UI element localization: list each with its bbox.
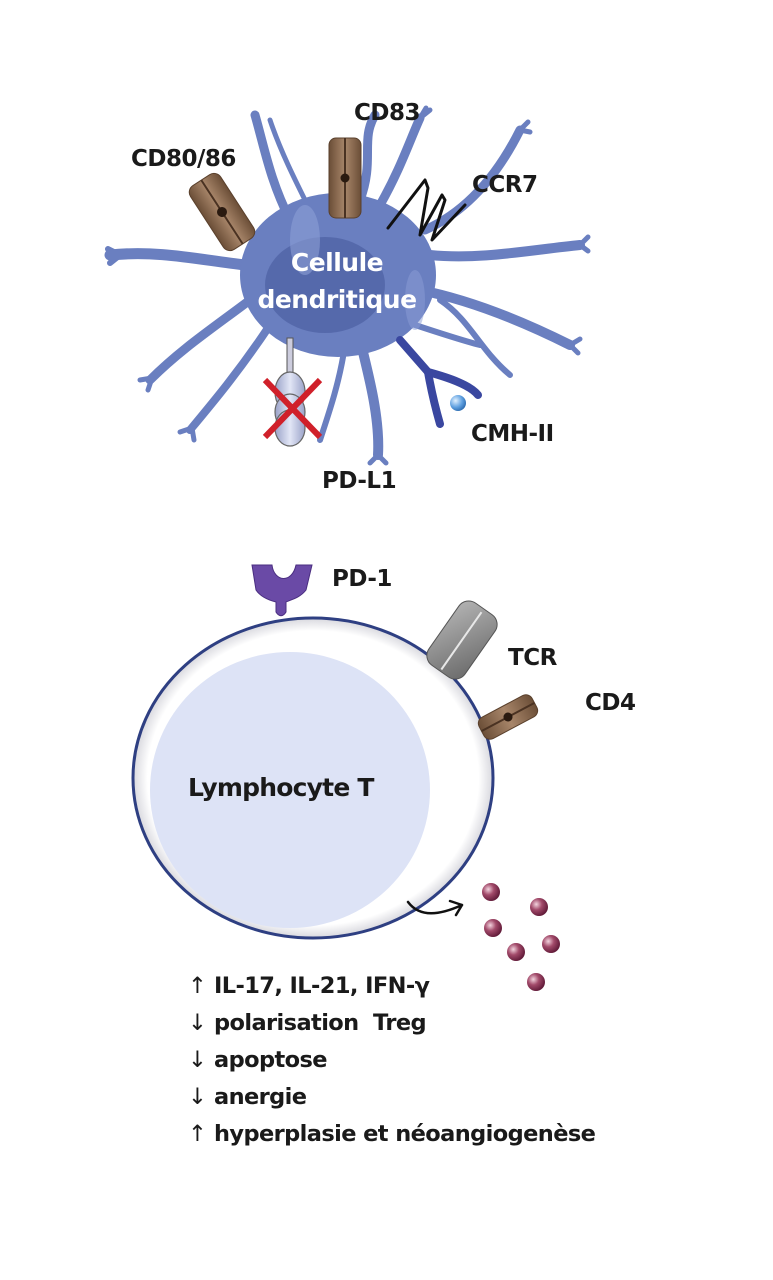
cytokine [527, 973, 545, 991]
label-pd-l1: PD-L1 [322, 468, 397, 494]
effect-text: anergie [214, 1084, 307, 1110]
cytokines [482, 883, 560, 991]
effect-text: hyperplasie et néoangiogenèse [214, 1121, 596, 1147]
cytokine [542, 935, 560, 953]
dendritic-cell-title-line1: Cellule [290, 248, 384, 277]
label-cd4: CD4 [585, 690, 636, 716]
cd4-receptor [477, 694, 539, 740]
label-ccr7: CCR7 [472, 172, 538, 198]
lymphocyte-nucleus [150, 652, 430, 928]
arrow-down-icon: ↓ [188, 1084, 207, 1110]
ccr7-receptor [386, 178, 467, 242]
effect-item: ↓ anergie [188, 1079, 595, 1116]
cytokine [530, 898, 548, 916]
arrow-down-icon: ↓ [188, 1010, 207, 1036]
label-cmh-ii: CMH-II [471, 421, 554, 447]
dendritic-cell [104, 105, 591, 466]
effect-item: ↓ apoptose [188, 1042, 595, 1079]
effect-item: ↓ polarisation Treg [188, 1005, 595, 1042]
effect-text: polarisation Treg [214, 1010, 427, 1036]
effect-item: ↑ hyperplasie et néoangiogenèse [188, 1116, 596, 1153]
dendritic-cell-title: Cellule dendritique [232, 244, 442, 318]
arrow-up-icon: ↑ [188, 973, 207, 999]
dc-highlight [405, 270, 425, 330]
cd83-receptor [328, 137, 362, 219]
effect-text: apoptose [214, 1047, 328, 1073]
label-pd-1: PD-1 [332, 566, 392, 592]
dc-highlight [290, 205, 320, 275]
cmh-ii-receptor [396, 336, 482, 428]
pd-1-receptor [251, 564, 313, 617]
arrow-down-icon: ↓ [188, 1047, 207, 1073]
label-cd83: CD83 [354, 100, 420, 126]
tcr-receptor [426, 600, 498, 680]
blocked-cross-icon [262, 377, 323, 440]
effect-text: IL-17, IL-21, IFN-γ [214, 973, 430, 999]
antigen-bead [450, 395, 466, 411]
cytokine [482, 883, 500, 901]
label-tcr: TCR [508, 645, 557, 671]
label-cd80-86: CD80/86 [131, 146, 236, 172]
effect-item: ↑ IL-17, IL-21, IFN-γ [188, 968, 595, 1005]
arrow-up-icon: ↑ [188, 1121, 207, 1147]
dendritic-cell-title-line2: dendritique [257, 285, 417, 314]
cytokine [484, 919, 502, 937]
lymphocyte-title: Lymphocyte T [188, 773, 374, 802]
cd80-86-receptor [188, 172, 256, 252]
secretion-arrow-icon [406, 899, 464, 917]
effects-list: ↑IL-17, IL-21, IFN-γ ↓polarisation Treg … [188, 968, 596, 1153]
cytokine [507, 943, 525, 961]
t-lymphocyte [131, 564, 560, 991]
